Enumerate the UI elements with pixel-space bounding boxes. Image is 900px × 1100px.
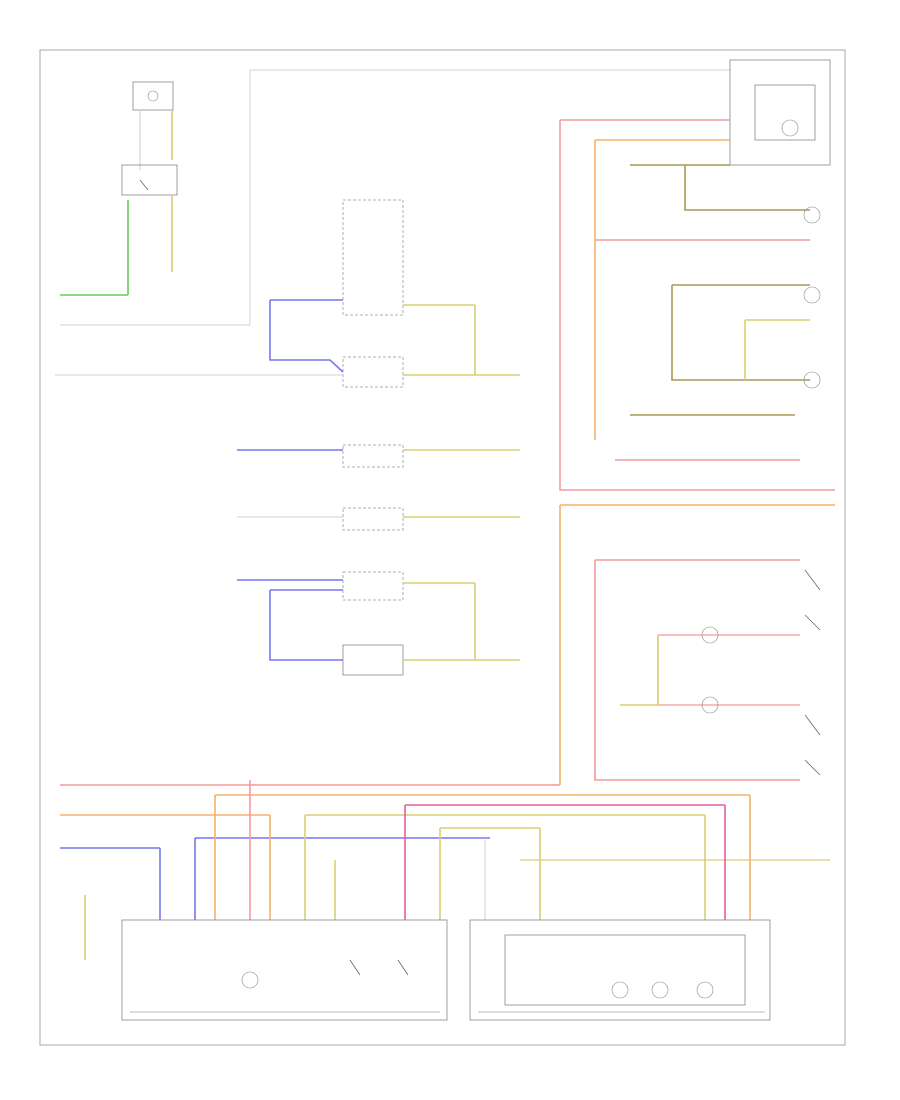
rear-reading-courtesy-light-box <box>469 919 771 1021</box>
diagram-frame <box>39 49 846 1046</box>
door-switch-stack <box>55 199 520 676</box>
rear-door-circuit <box>594 559 821 781</box>
luggage-area-circuit <box>559 59 835 785</box>
bottom-bus <box>60 780 830 960</box>
top-left-switch-cluster <box>60 69 730 326</box>
front-overhead-light-box <box>121 919 448 1021</box>
